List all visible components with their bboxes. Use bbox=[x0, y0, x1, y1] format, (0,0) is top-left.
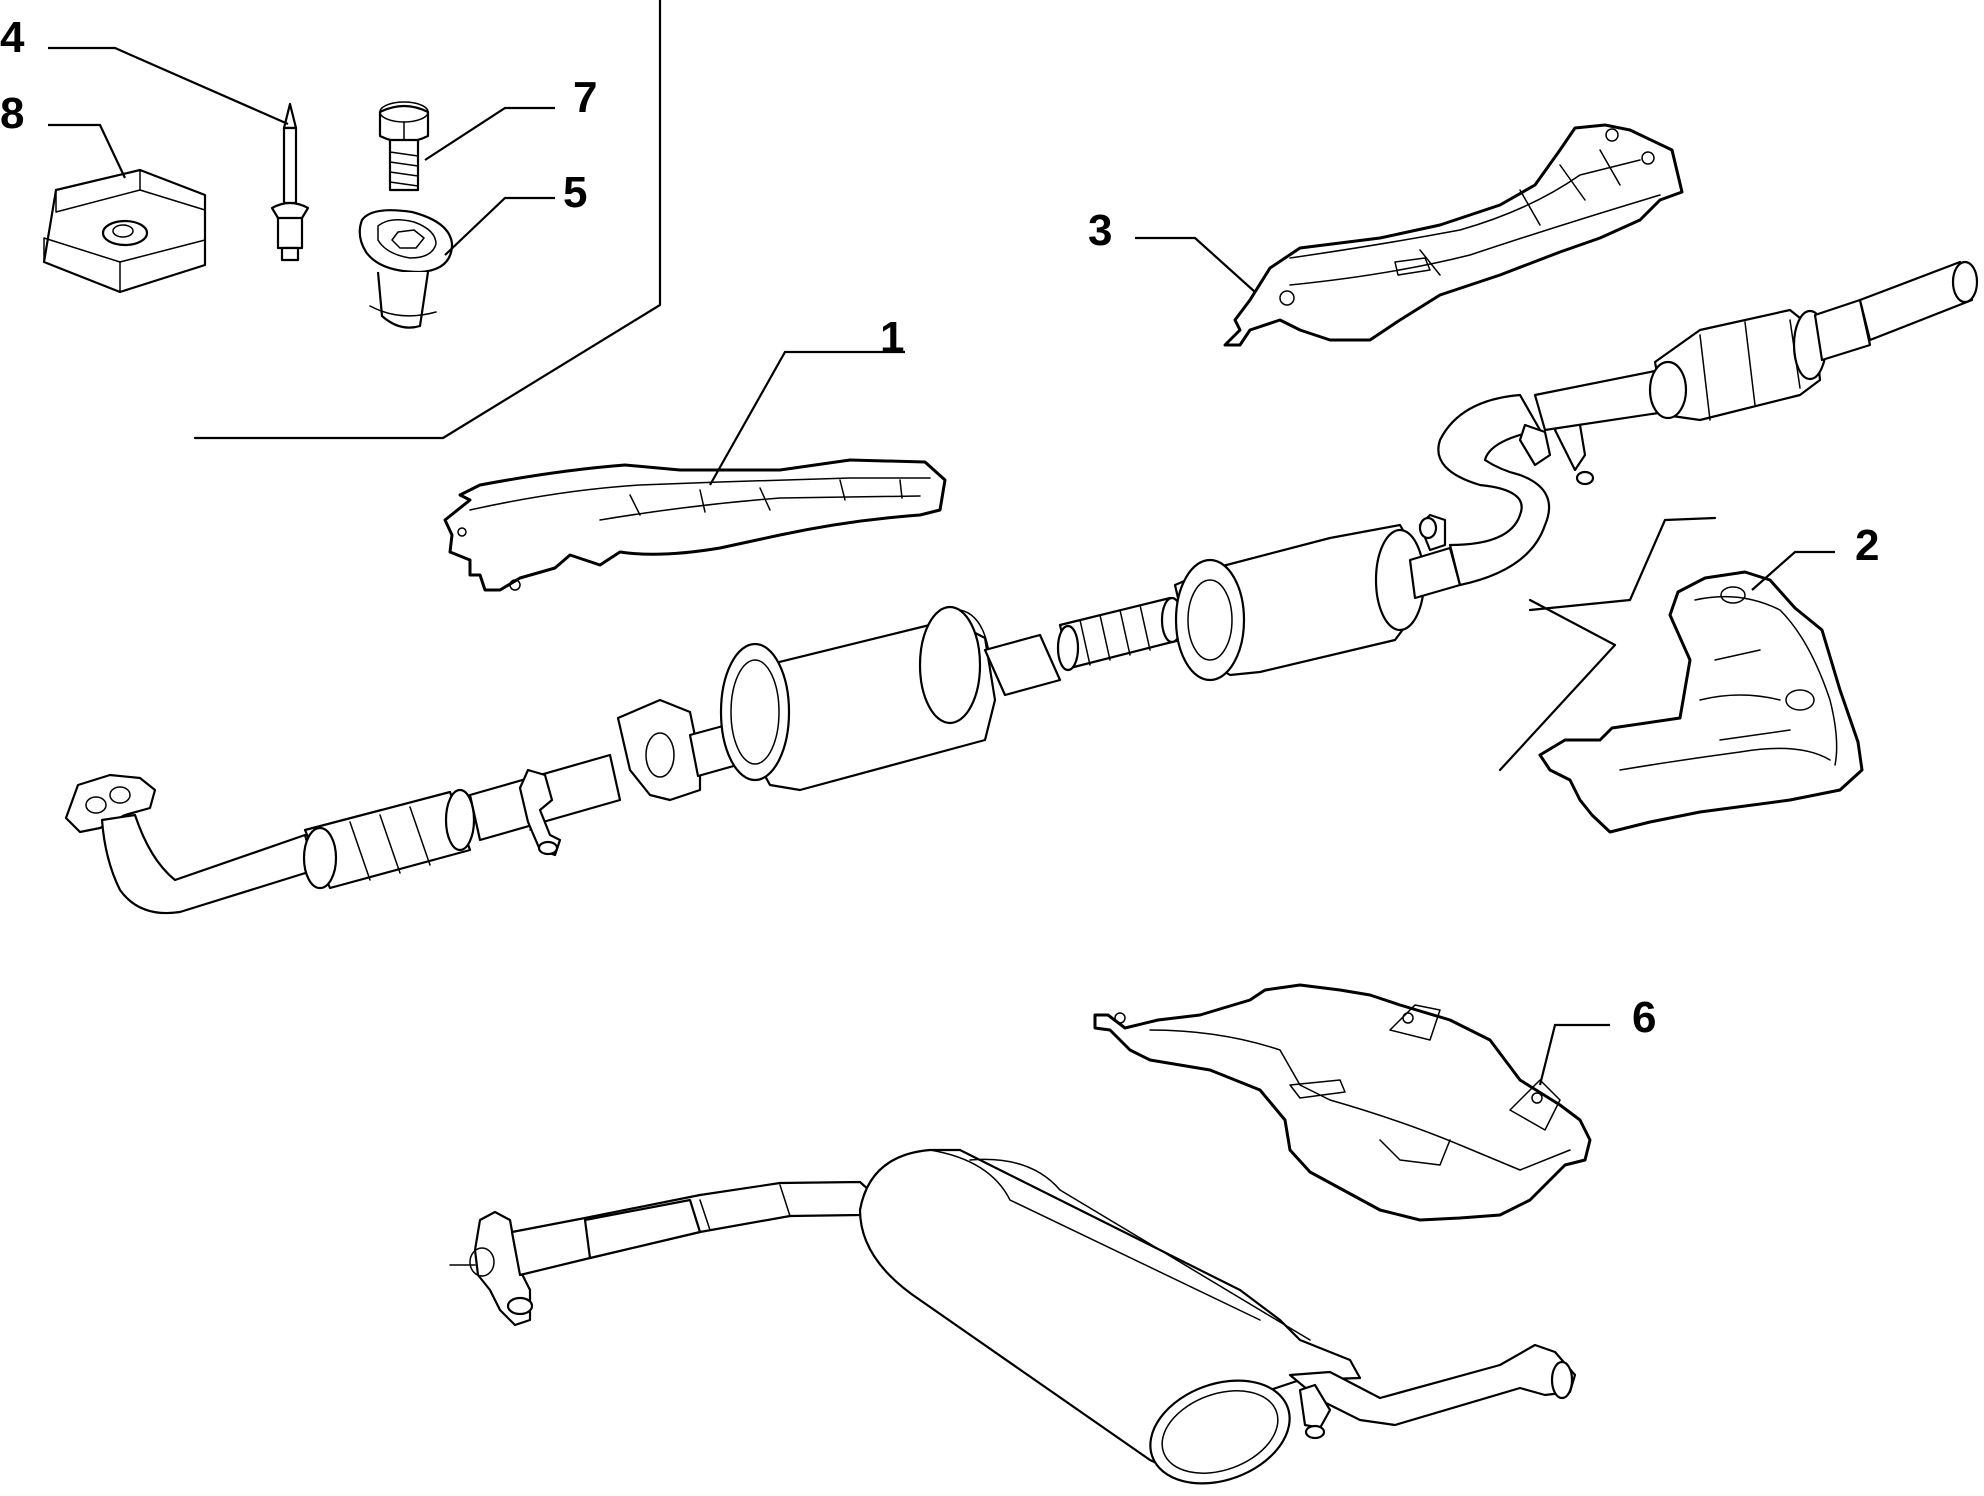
leader-4 bbox=[48, 46, 289, 126]
callout-labels: 1 2 3 4 5 6 7 8 bbox=[0, 13, 1879, 1042]
callout-6: 6 bbox=[1632, 993, 1656, 1042]
leader-5 bbox=[444, 196, 555, 256]
callout-4: 4 bbox=[0, 13, 25, 62]
callout-2: 2 bbox=[1855, 521, 1879, 570]
leader-6 bbox=[1538, 1023, 1610, 1086]
part-4-rivet-pin[interactable] bbox=[270, 102, 310, 262]
front-exhaust-pipe-assembly[interactable] bbox=[64, 260, 1979, 915]
part-6-rear-heat-shield[interactable] bbox=[1093, 983, 1592, 1222]
leader-1 bbox=[709, 350, 905, 486]
leader-8 bbox=[48, 123, 126, 179]
leader-3 bbox=[1135, 236, 1256, 293]
callout-1: 1 bbox=[880, 313, 904, 362]
part-2-manifold-heat-shield[interactable] bbox=[1498, 516, 1864, 834]
part-7-bolt[interactable] bbox=[378, 101, 430, 192]
leader-7 bbox=[424, 106, 555, 161]
callout-5: 5 bbox=[563, 168, 587, 217]
part-8-clip-nut[interactable] bbox=[42, 168, 207, 294]
leader-lines bbox=[48, 46, 1835, 1086]
rear-muffler-assembly[interactable] bbox=[449, 1148, 1577, 1496]
callout-7: 7 bbox=[573, 73, 597, 122]
part-1-front-heat-shield[interactable] bbox=[443, 458, 947, 592]
callout-8: 8 bbox=[0, 89, 24, 138]
fastener-inset-border bbox=[193, 0, 662, 440]
leader-2 bbox=[1751, 550, 1835, 591]
part-5-grommet[interactable] bbox=[358, 209, 454, 329]
part-3-upper-heat-shield[interactable] bbox=[1223, 123, 1684, 347]
callout-3: 3 bbox=[1088, 206, 1112, 255]
